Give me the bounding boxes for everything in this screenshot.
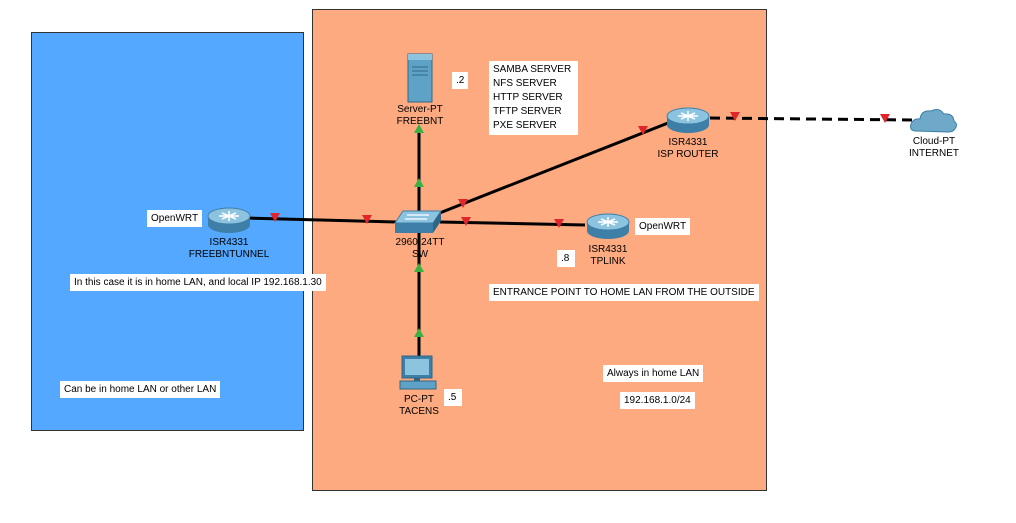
pc-name: TACENS — [399, 406, 439, 417]
cloud-name: INTERNET — [909, 148, 959, 159]
service-item: SAMBA SERVER — [493, 64, 572, 75]
pc-label: PC-PT TACENS — [399, 394, 439, 418]
port-down-cloud — [880, 114, 890, 123]
service-item: NFS SERVER — [493, 78, 557, 89]
switch-model: 2960-24TT — [395, 237, 445, 248]
server-ip-note: .2 — [452, 72, 468, 89]
tunnel-router-model: ISR4331 — [209, 237, 249, 248]
entrance-note: ENTRANCE POINT TO HOME LAN FROM THE OUTS… — [489, 284, 759, 301]
switch-name: SW — [411, 249, 429, 260]
tplink-ip-note: .8 — [557, 250, 575, 267]
home-lan-note: In this case it is in home LAN, and loca… — [70, 274, 326, 291]
subnet-note: 192.168.1.0/24 — [620, 392, 695, 409]
server-icon[interactable] — [407, 53, 433, 103]
tplink-router-name: TPLINK — [590, 256, 626, 267]
server-model: Server-PT — [397, 104, 443, 115]
link-tunnel-switch — [245, 216, 397, 224]
isp-router-label: ISR4331 ISP ROUTER — [658, 137, 719, 161]
link-switch-isp — [431, 121, 669, 218]
router-icon[interactable] — [585, 212, 631, 240]
port-down-switch-right — [461, 217, 471, 226]
service-item: TFTP SERVER — [493, 106, 562, 117]
port-down-isp-left — [638, 126, 648, 135]
port-down-tunnel — [270, 213, 280, 222]
port-up-switch-bottom — [414, 263, 424, 272]
tplink-router-label: ISR4331 TPLINK — [589, 244, 628, 268]
cloud-label: Cloud-PT INTERNET — [909, 136, 959, 160]
openwrt-left-note: OpenWRT — [147, 210, 203, 227]
service-item: HTTP SERVER — [493, 92, 563, 103]
tunnel-router-label: ISR4331 FREEBNTUNNEL — [189, 237, 270, 261]
left-lan-zone — [31, 32, 304, 431]
server-name: FREEBNT — [396, 116, 444, 127]
isp-router-name: ISP ROUTER — [657, 149, 719, 160]
switch-icon[interactable] — [393, 209, 443, 235]
port-up-server — [414, 124, 424, 133]
port-down-switch-left — [362, 215, 372, 224]
pc-model: PC-PT — [403, 394, 434, 405]
service-item: PXE SERVER — [493, 120, 557, 131]
always-home-note: Always in home LAN — [603, 365, 704, 382]
port-down-tplink — [554, 219, 564, 228]
cloud-model: Cloud-PT — [912, 136, 956, 147]
server-label: Server-PT FREEBNT — [397, 104, 444, 128]
services-note: SAMBA SERVER NFS SERVER HTTP SERVER TFTP… — [489, 61, 578, 135]
switch-label: 2960-24TT SW — [396, 237, 445, 261]
port-down-switch-isp — [458, 199, 468, 208]
cloud-icon[interactable] — [908, 105, 960, 135]
pc-icon[interactable] — [398, 355, 440, 391]
router-icon[interactable] — [206, 206, 252, 234]
router-icon[interactable] — [665, 106, 711, 134]
link-isp-cloud — [709, 116, 913, 122]
lan-or-other-note: Can be in home LAN or other LAN — [60, 381, 221, 398]
link-switch-tplink — [439, 220, 586, 227]
isp-router-model: ISR4331 — [668, 137, 708, 148]
port-up-pc — [414, 328, 424, 337]
openwrt-right-note: OpenWRT — [635, 218, 691, 235]
port-down-isp-right — [730, 112, 740, 121]
port-up-switch-top — [414, 178, 424, 187]
pc-ip-note: .5 — [444, 389, 462, 406]
tunnel-router-name: FREEBNTUNNEL — [188, 249, 270, 260]
tplink-router-model: ISR4331 — [588, 244, 628, 255]
